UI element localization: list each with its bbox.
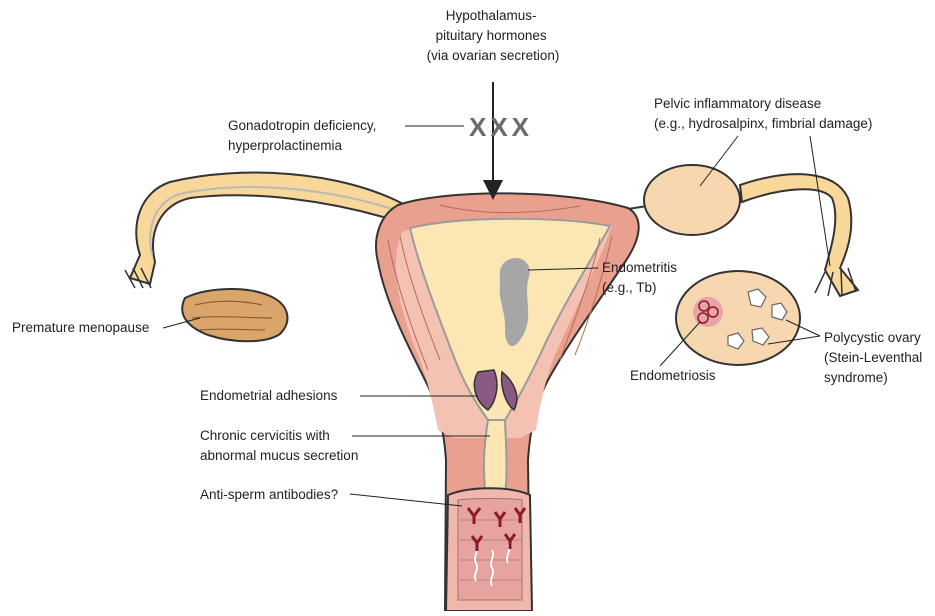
label-pid: Pelvic inflammatory disease (e.g., hydro… [654,96,872,131]
label-polycystic-line2: (Stein-Leventhal [824,350,922,365]
label-hormones-line2: pituitary hormones [436,28,547,43]
label-hormones-line3: (via ovarian secretion) [427,48,560,63]
shrunken-ovary [182,289,287,341]
label-antisperm: Anti-sperm antibodies? [200,487,338,502]
label-gonadotropin-line1: Gonadotropin deficiency, [228,118,376,133]
hydrosalpinx-ovary [644,165,740,235]
label-pid-line2: (e.g., hydrosalpinx, fimbrial damage) [654,116,872,131]
label-adhesions: Endometrial adhesions [200,388,338,403]
left-fallopian-tube [125,173,405,288]
block-marks: XXX [469,112,533,142]
label-gonadotropin: Gonadotropin deficiency, hyperprolactine… [228,118,380,153]
label-gonadotropin-line2: hyperprolactinemia [228,138,343,153]
polycystic-ovary [676,271,800,365]
label-cervicitis: Chronic cervicitis with abnormal mucus s… [200,428,358,463]
label-endometritis-line2: (e.g., Tb) [602,280,657,295]
label-cervicitis-line1: Chronic cervicitis with [200,428,330,443]
label-cervicitis-line2: abnormal mucus secretion [200,448,358,463]
label-premature-menopause: Premature menopause [12,320,149,335]
label-hormones: Hypothalamus- pituitary hormones (via ov… [427,8,560,63]
label-pid-line1: Pelvic inflammatory disease [654,96,821,111]
label-endometritis-line1: Endometritis [602,260,677,275]
label-polycystic-line1: Polycystic ovary [824,330,921,345]
label-polycystic-line3: syndrome) [824,370,888,385]
label-polycystic: Polycystic ovary (Stein-Leventhal syndro… [824,330,926,385]
leader-pid-2 [810,136,830,266]
label-endometriosis: Endometriosis [630,368,716,383]
label-hormones-line1: Hypothalamus- [446,8,537,23]
